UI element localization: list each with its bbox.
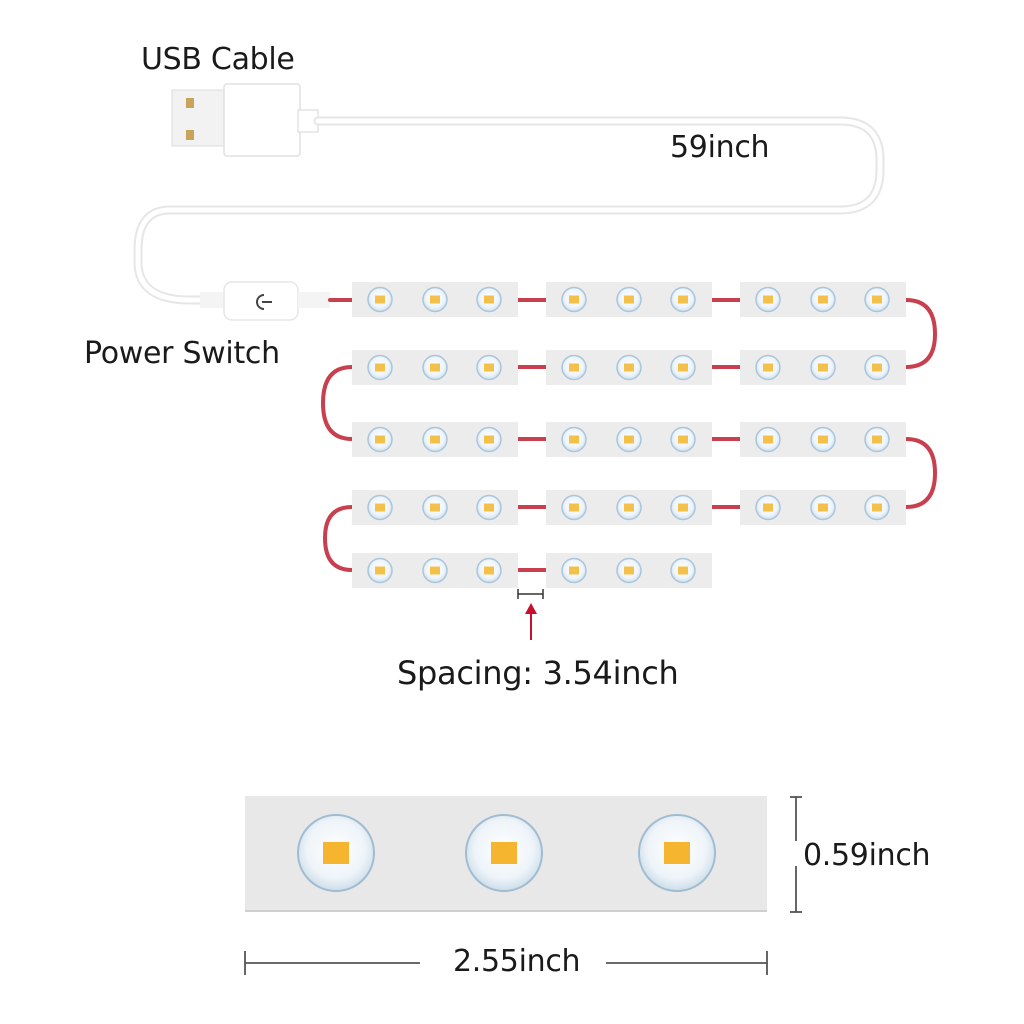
height-dimension (790, 796, 802, 913)
power-icon (256, 294, 272, 310)
usb-cable-label: USB Cable (141, 42, 295, 77)
usb-plug-icon (171, 83, 319, 157)
led-modules (352, 282, 906, 588)
cable-length-label: 59inch (670, 130, 770, 165)
module-width-label: 2.55inch (453, 944, 581, 979)
spacing-arrow-icon (525, 603, 537, 640)
power-switch-label: Power Switch (84, 336, 280, 371)
module-detail (245, 796, 767, 912)
power-switch (200, 281, 330, 321)
spacing-dimension (517, 589, 544, 599)
spacing-label: Spacing: 3.54inch (397, 654, 679, 692)
module-height-label: 0.59inch (803, 838, 931, 873)
width-dimension (244, 951, 768, 975)
red-wires (320, 298, 938, 572)
